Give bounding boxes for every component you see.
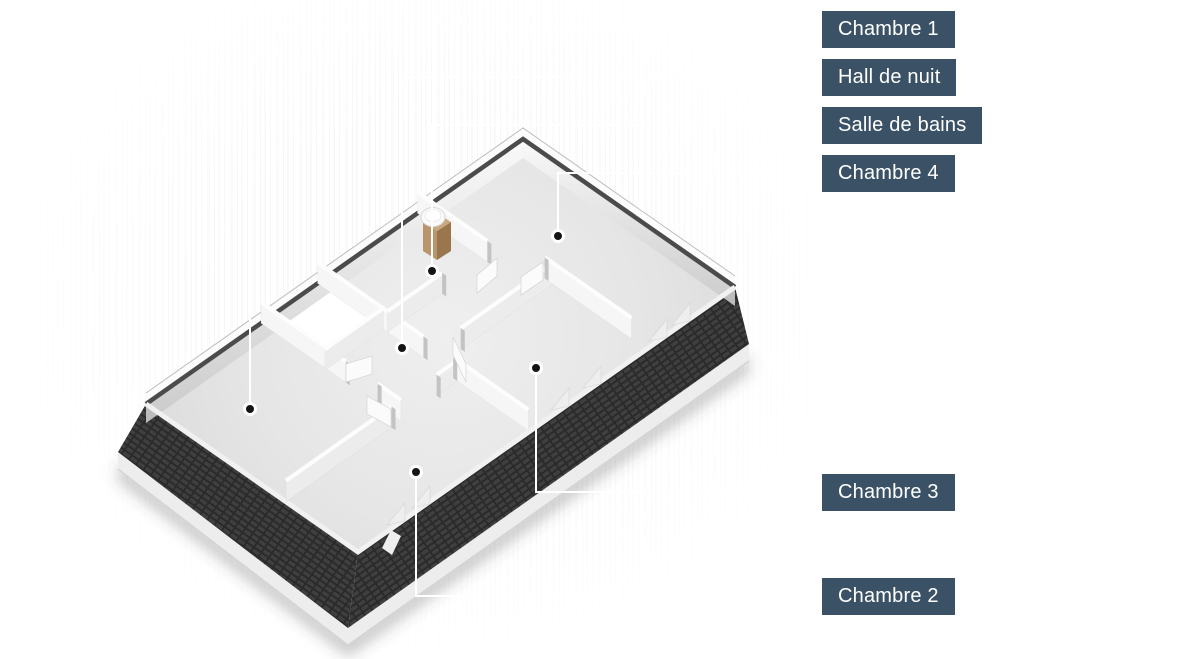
room-label-chambre-4[interactable]: Chambre 4 — [822, 155, 955, 192]
wall-stairwell — [324, 307, 384, 371]
truss-stub — [648, 318, 668, 342]
building-render — [117, 127, 750, 657]
room-label-chambre-1[interactable]: Chambre 1 — [822, 11, 955, 48]
room-label-salle-de-bains[interactable]: Salle de bains — [822, 107, 983, 144]
room-marker-chambre-3[interactable] — [529, 361, 543, 375]
room-label-text: Chambre 3 — [838, 481, 939, 503]
door-panel — [366, 395, 392, 428]
truss-stub — [386, 502, 406, 526]
chimney-stub — [382, 530, 401, 555]
room-label-text: Hall de nuit — [838, 66, 941, 88]
roof-tiles-left — [118, 404, 358, 628]
room-marker-chambre-2[interactable] — [409, 465, 423, 479]
truss-stub — [671, 302, 691, 326]
room-marker-chambre-4[interactable] — [551, 229, 565, 243]
leader-line-chambre-3 — [535, 368, 822, 493]
room-label-hall-de-nuit[interactable]: Hall de nuit — [822, 59, 957, 96]
room-label-text: Chambre 4 — [838, 162, 939, 184]
leader-line-chambre-4 — [557, 172, 822, 236]
room-label-text: Chambre 1 — [838, 18, 939, 40]
truss-stub — [550, 387, 570, 411]
room-annotations — [243, 28, 822, 597]
roof-tiles-right — [348, 287, 749, 628]
door-panel — [476, 257, 498, 294]
room-label-text: Salle de bains — [838, 114, 967, 136]
room-label-chambre-3[interactable]: Chambre 3 — [822, 474, 955, 511]
room-label-chambre-2[interactable]: Chambre 2 — [822, 578, 955, 615]
truss-stub — [582, 365, 602, 389]
leader-line-salle-de-bains — [431, 124, 822, 271]
leader-line-chambre-1 — [249, 28, 822, 409]
vanity-cabinet — [423, 222, 437, 260]
floor — [146, 139, 735, 552]
room-marker-chambre-1[interactable] — [243, 402, 257, 416]
door-panel — [452, 336, 467, 383]
door-panel — [345, 355, 373, 383]
room-label-text: Chambre 2 — [838, 585, 939, 607]
leader-line-hall-de-nuit — [401, 76, 822, 348]
door-panel — [520, 261, 544, 296]
room-marker-hall-de-nuit[interactable] — [395, 341, 409, 355]
room-marker-salle-de-bains[interactable] — [425, 264, 439, 278]
leader-line-chambre-2 — [415, 472, 822, 597]
